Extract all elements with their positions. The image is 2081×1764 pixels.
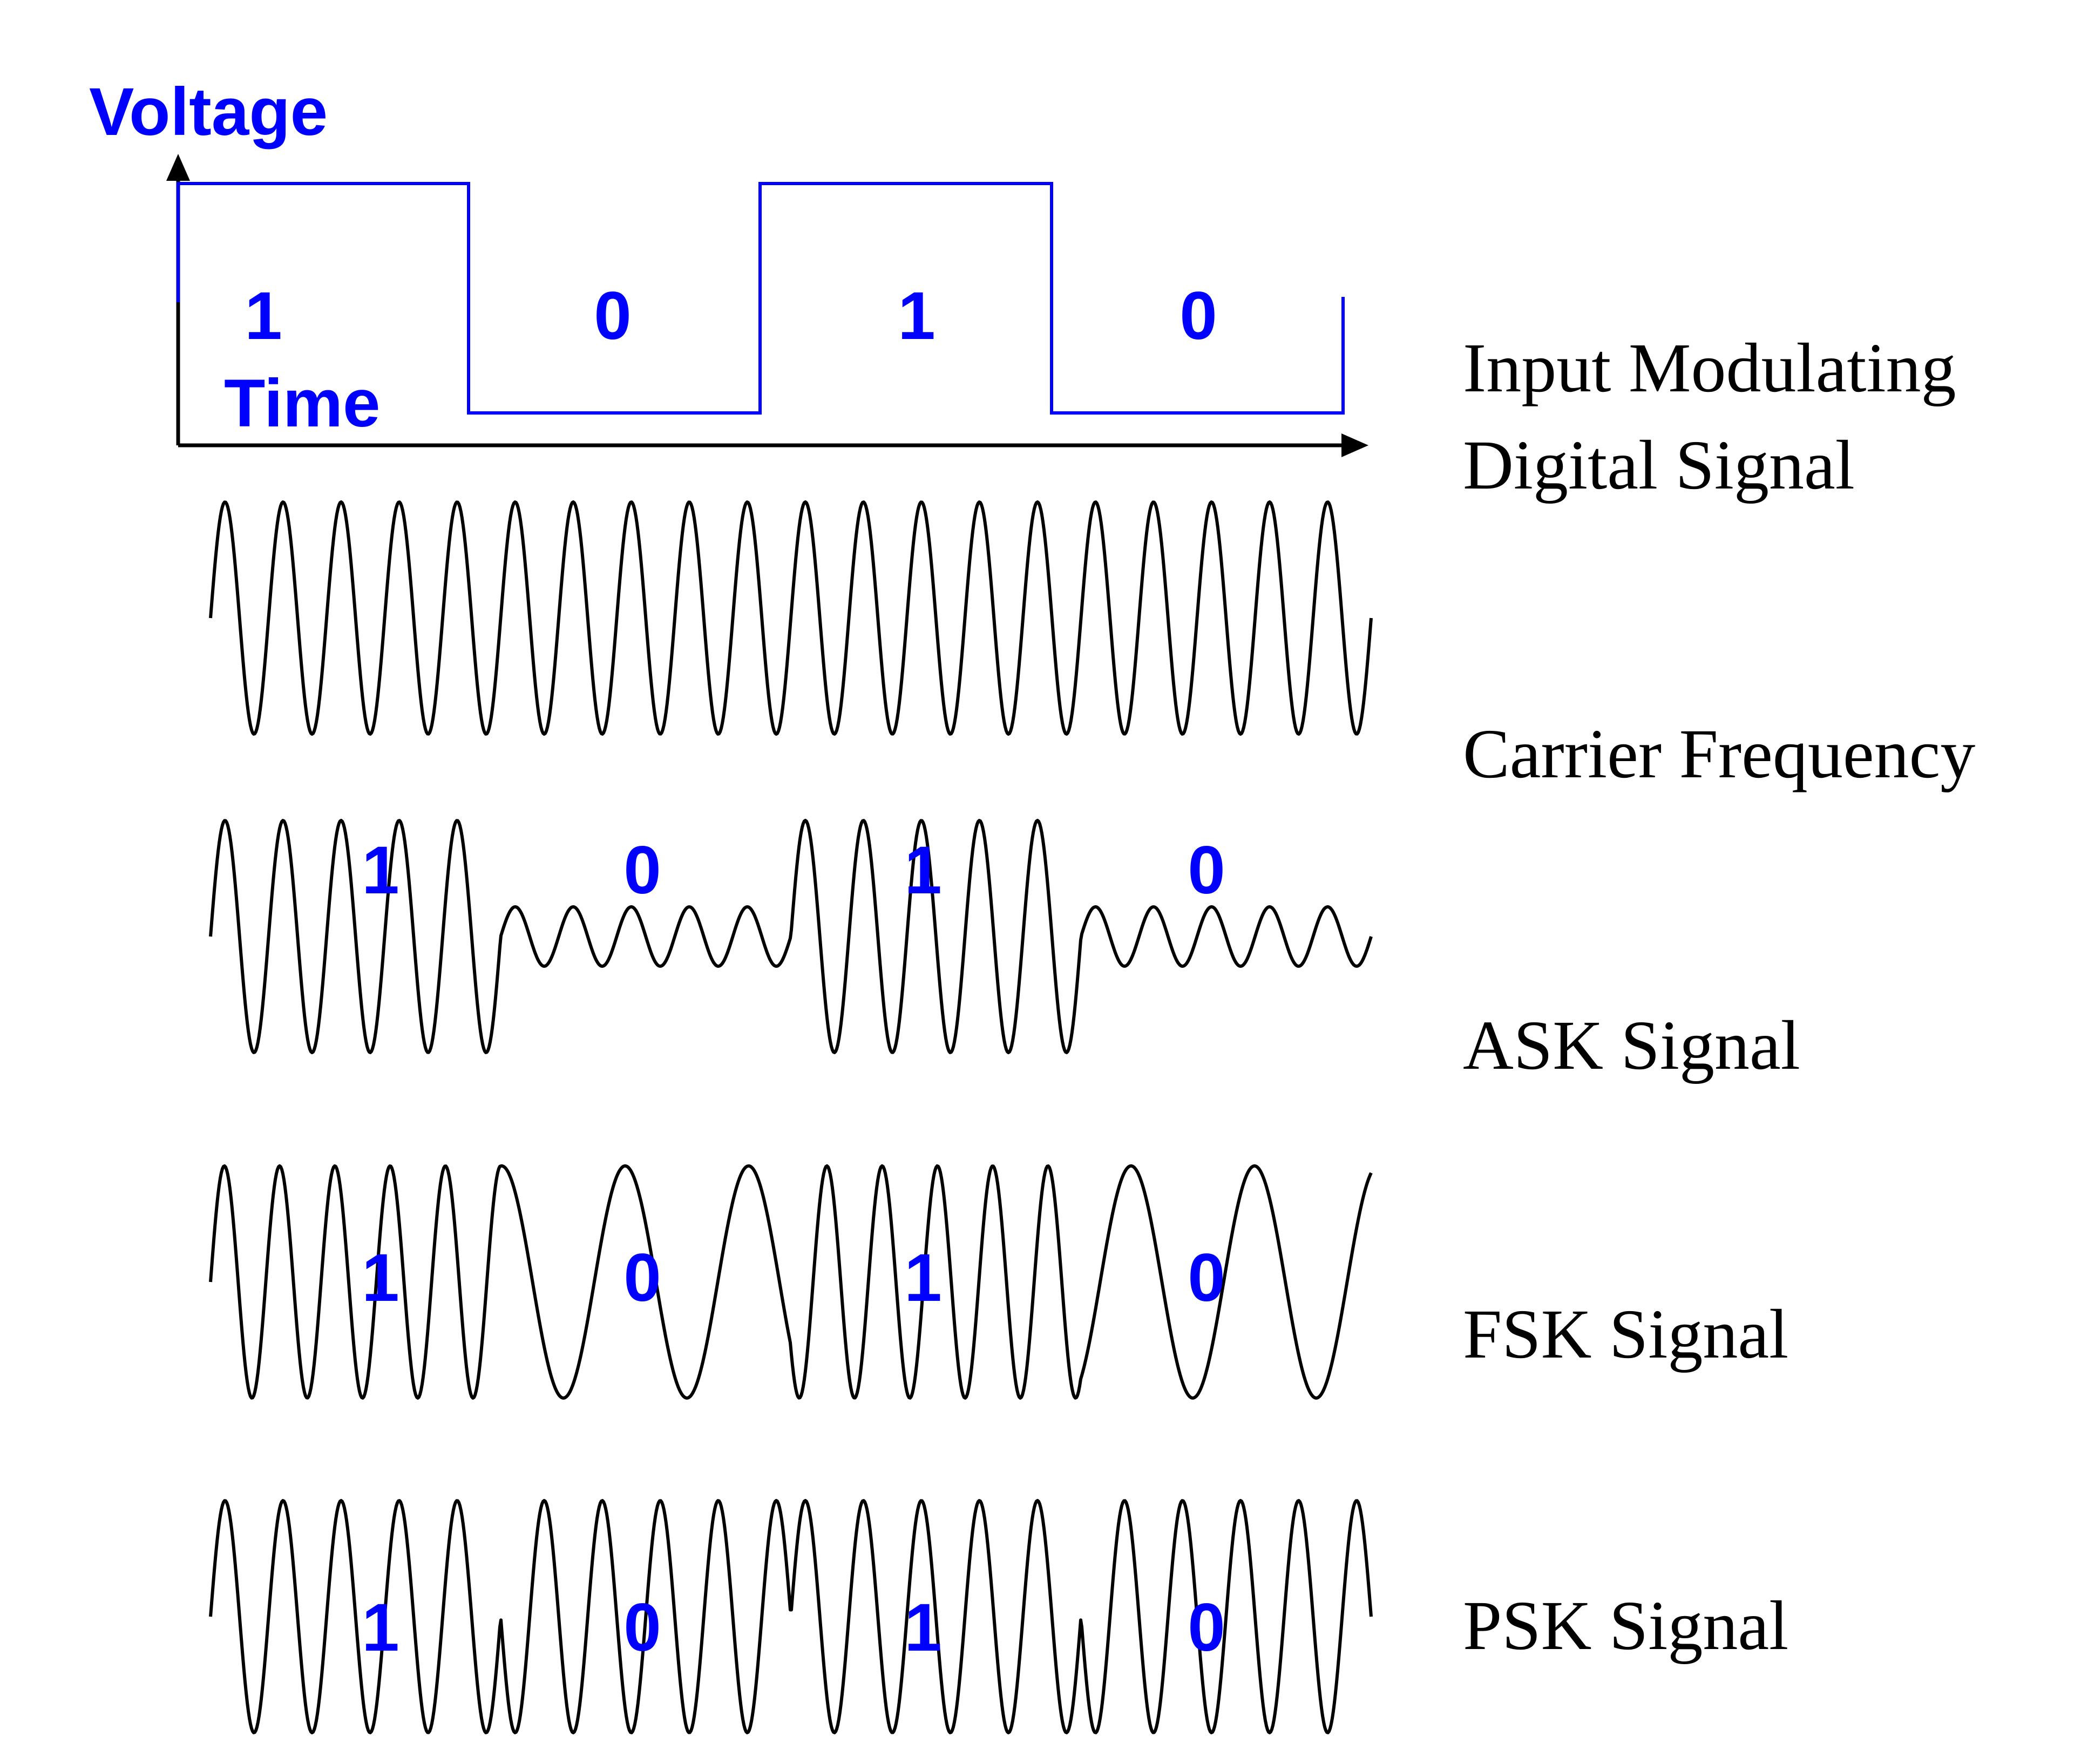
input-bit-labels: 1 0 1 0 <box>245 279 1217 354</box>
psk-bit-label: 1 <box>904 1590 942 1665</box>
fsk-bit-label: 1 <box>362 1240 399 1315</box>
carrier-frequency-label: Carrier Frequency <box>1463 715 1975 793</box>
fsk-bit-label: 1 <box>904 1240 942 1315</box>
time-axis-label: Time <box>224 366 381 441</box>
psk-bit-label: 0 <box>1188 1590 1225 1665</box>
psk-waveform <box>209 1499 1373 1734</box>
ask-bit-label: 0 <box>623 833 661 908</box>
psk-bit-label: 1 <box>362 1590 399 1665</box>
fsk-bit-labels: 1 0 1 0 <box>362 1240 1225 1315</box>
x-axis-arrowhead <box>1341 433 1368 457</box>
carrier-waveform <box>209 500 1373 736</box>
ask-bit-label: 0 <box>1188 833 1225 908</box>
psk-bit-labels: 1 0 1 0 <box>362 1590 1225 1665</box>
fsk-signal-label: FSK Signal <box>1463 1295 1788 1373</box>
fsk-bit-label: 0 <box>623 1240 661 1315</box>
y-axis-arrowhead <box>166 154 190 181</box>
fsk-bit-label: 0 <box>1188 1240 1225 1315</box>
input-signal-label-line2: Digital Signal <box>1463 426 1855 504</box>
input-bit-label: 0 <box>1180 279 1217 354</box>
input-bit-label: 0 <box>594 279 632 354</box>
psk-signal-label: PSK Signal <box>1463 1587 1788 1665</box>
fsk-waveform <box>209 1164 1373 1400</box>
digital-input-signal <box>177 182 1345 415</box>
input-bit-label: 1 <box>898 279 936 354</box>
input-bit-label: 1 <box>245 279 282 354</box>
input-signal-label-line1: Input Modulating <box>1463 329 1956 407</box>
ask-signal-label: ASK Signal <box>1463 1007 1800 1084</box>
ask-bit-label: 1 <box>904 833 942 908</box>
ask-waveform <box>209 819 1373 1054</box>
psk-bit-label: 0 <box>623 1590 661 1665</box>
ask-bit-labels: 1 0 1 0 <box>362 833 1225 908</box>
ask-bit-label: 1 <box>362 833 399 908</box>
voltage-axis-label: Voltage <box>89 74 328 150</box>
